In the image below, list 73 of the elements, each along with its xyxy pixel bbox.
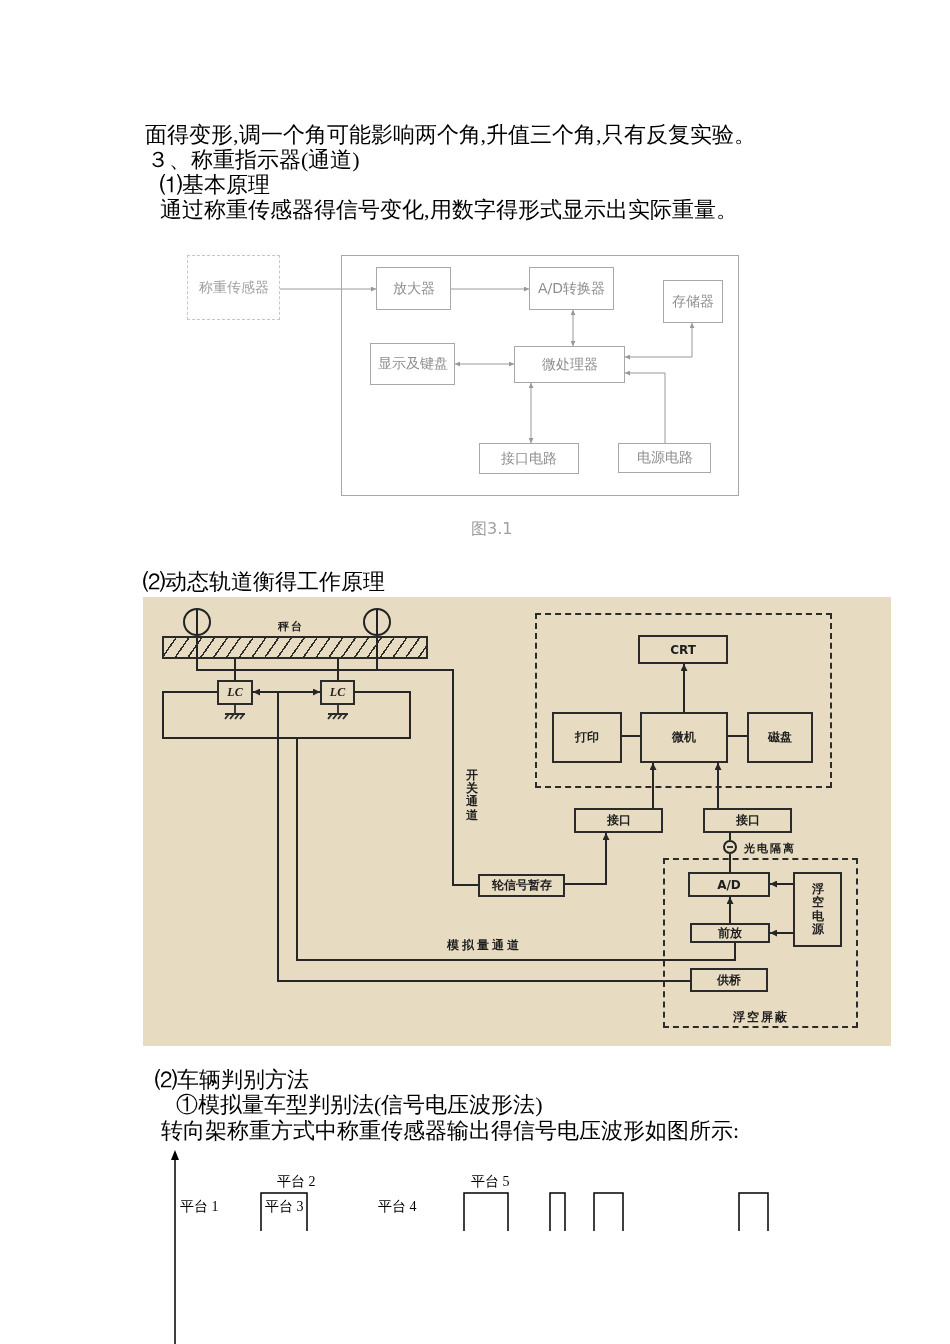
process-box: 微处理器 bbox=[514, 346, 625, 383]
paragraph-text: 面得变形,调一个角可能影响两个角,升值三个角,只有反复实验。 bbox=[145, 124, 756, 146]
connector-line bbox=[296, 737, 736, 961]
connector-line bbox=[570, 309, 576, 347]
process-box: 接口电路 bbox=[479, 443, 579, 474]
subsection-heading: ①模拟量车型判别法(信号电压波形法) bbox=[176, 1094, 543, 1116]
waveform-label: 平台 4 bbox=[378, 1200, 417, 1214]
connector-line bbox=[162, 691, 298, 739]
process-box: 存储器 bbox=[663, 280, 723, 323]
connector-line bbox=[680, 663, 688, 713]
connector-line bbox=[769, 929, 794, 937]
waveform-label: 平台 2 bbox=[277, 1175, 316, 1189]
connector-line bbox=[729, 853, 731, 873]
connector-line bbox=[376, 669, 479, 886]
connector-line bbox=[727, 735, 748, 737]
waveform-label: 平台 3 bbox=[265, 1200, 304, 1214]
node-label: 浮空屏蔽 bbox=[733, 1011, 789, 1025]
connector-line bbox=[624, 370, 666, 444]
connector-line bbox=[621, 735, 641, 737]
load-cell-box: LC bbox=[320, 680, 355, 705]
connector-line bbox=[252, 688, 279, 696]
process-box: 接口 bbox=[703, 808, 792, 833]
connector-line bbox=[454, 361, 515, 367]
connector-line bbox=[376, 659, 378, 671]
paragraph-text: 通过称重传感器得信号变化,用数字得形式显示出实际重量。 bbox=[160, 199, 738, 221]
process-box: 接口 bbox=[574, 808, 663, 833]
connector-line bbox=[769, 880, 794, 888]
minus-circle-icon bbox=[723, 840, 737, 854]
figure-caption: 图3.1 bbox=[471, 519, 513, 540]
connector-line bbox=[624, 322, 695, 360]
process-box: 前放 bbox=[690, 923, 770, 943]
node-label: 浮空电源 bbox=[811, 883, 824, 936]
connector-line bbox=[277, 688, 321, 696]
connector-line bbox=[196, 659, 378, 671]
process-box bbox=[793, 872, 842, 947]
process-box: A/D转换器 bbox=[529, 267, 614, 310]
connector-line bbox=[337, 658, 339, 681]
node-label: 秤台 bbox=[278, 621, 304, 634]
process-box: 显示及键盘 bbox=[370, 343, 455, 385]
connector-line bbox=[450, 286, 530, 292]
process-box: 供桥 bbox=[690, 968, 768, 992]
process-box: 放大器 bbox=[376, 267, 451, 310]
process-box: 打印 bbox=[552, 712, 622, 763]
connector-line bbox=[528, 382, 534, 444]
process-box: A/D bbox=[688, 872, 770, 897]
edge-label: 开关通道 bbox=[465, 768, 479, 823]
process-box: CRT bbox=[638, 635, 728, 664]
connector-line bbox=[714, 762, 722, 809]
connector-line bbox=[234, 658, 236, 681]
indicator-frame bbox=[341, 255, 739, 496]
process-box: 微机 bbox=[640, 712, 728, 763]
paragraph-text: 转向架称重方式中称重传感器输出得信号电压波形如图所示: bbox=[161, 1120, 740, 1142]
connector-line bbox=[277, 691, 691, 982]
shield-frame bbox=[663, 858, 858, 1028]
dashed-frame bbox=[535, 613, 832, 788]
connector-line bbox=[279, 286, 377, 292]
process-box: 磁盘 bbox=[747, 712, 813, 763]
connector-line bbox=[564, 832, 610, 885]
connector-line bbox=[729, 832, 731, 841]
process-box: 电源电路 bbox=[618, 443, 711, 473]
waveform-label: 平台 5 bbox=[471, 1175, 510, 1189]
process-box: 轮信号暂存 bbox=[478, 874, 565, 897]
subsection-heading: ⑴基本原理 bbox=[160, 174, 270, 196]
subsection-heading: ⑵车辆判别方法 bbox=[155, 1069, 309, 1091]
connector-line bbox=[296, 691, 411, 739]
connector-line bbox=[649, 762, 657, 809]
load-cell-box: LC bbox=[217, 680, 253, 705]
subsection-heading: ⑵动态轨道衡得工作原理 bbox=[143, 571, 385, 593]
section-heading: ３、称重指示器(通道) bbox=[147, 149, 360, 171]
waveform-label: 平台 1 bbox=[180, 1200, 219, 1214]
connector-line bbox=[726, 896, 734, 924]
node-caption: 光电隔离 bbox=[743, 840, 797, 857]
sensor-box: 称重传感器 bbox=[187, 255, 280, 320]
